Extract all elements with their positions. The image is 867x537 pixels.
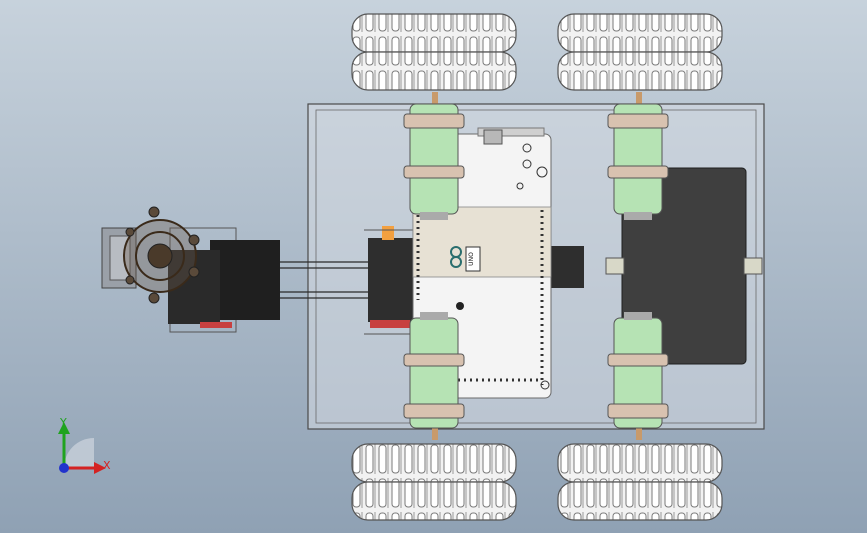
motor-front-right[interactable] (607, 92, 669, 220)
x-axis-label: X (103, 459, 111, 472)
battery-pack[interactable] (605, 167, 763, 365)
board-label: UNO (468, 252, 475, 266)
wheel-front-left[interactable] (351, 13, 517, 91)
center-servo[interactable] (364, 226, 416, 335)
motor-front-left[interactable] (403, 92, 465, 220)
coordinate-triad[interactable]: Y X (58, 416, 111, 474)
wheel-front-right[interactable] (557, 13, 723, 91)
y-axis-label: Y (59, 416, 67, 429)
motor-rear-left[interactable] (403, 312, 465, 440)
z-axis-dot (59, 463, 69, 473)
motor-rear-right[interactable] (607, 312, 669, 440)
connector-block[interactable] (548, 246, 584, 288)
front-sensor-assembly[interactable] (101, 206, 280, 333)
wheel-rear-right[interactable] (557, 443, 723, 521)
wheel-rear-left[interactable] (351, 443, 517, 521)
